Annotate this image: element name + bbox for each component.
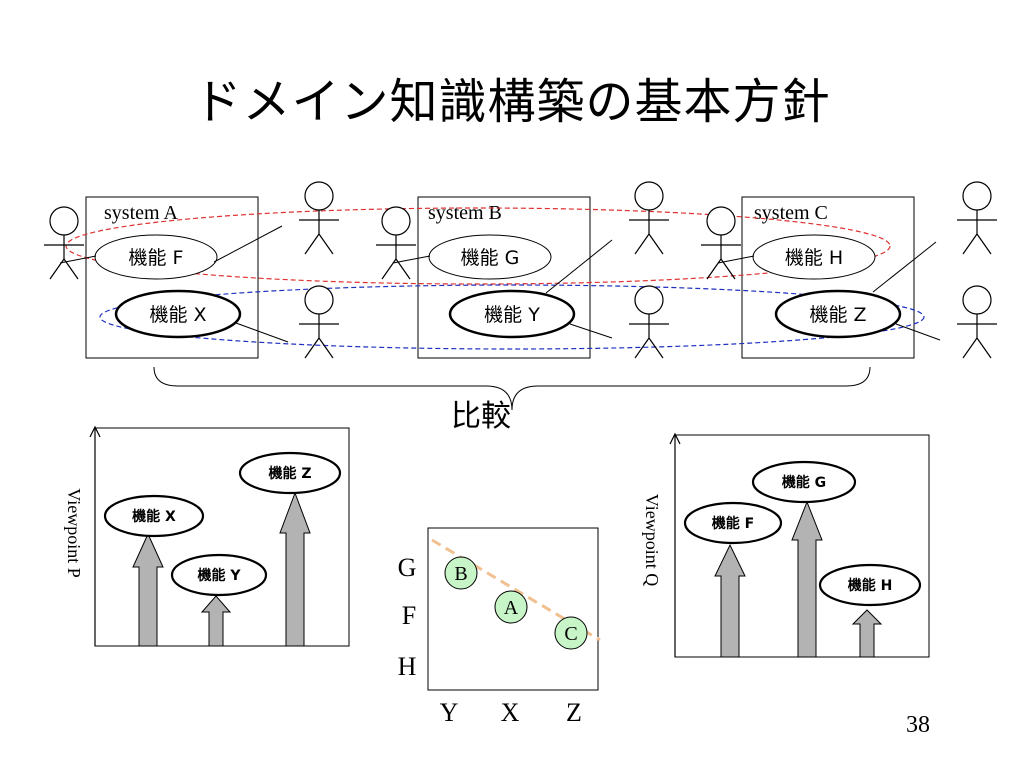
system-a-label: system A (104, 202, 178, 224)
matrix-point-b-label: B (454, 563, 467, 585)
value-arrow-g (791, 500, 823, 658)
person-icon (628, 181, 670, 255)
function-f-node: 機能 F (94, 234, 218, 280)
viewpoint-q-item-g-label: 機能 G (782, 474, 826, 491)
system-a-box: system A (85, 196, 259, 359)
viewpoint-p-item-z-label: 機能 Z (268, 465, 311, 482)
viewpoint-p-item-x-label: 機能 X (132, 508, 176, 525)
matrix-point-c-label: C (564, 623, 577, 645)
viewpoint-p-chart: Viewpoint P 機能 X 機能 Y 機能 Z (64, 425, 350, 647)
viewpoint-q-chart: Viewpoint Q 機能 F 機能 G 機能 H (642, 432, 930, 658)
system-b-label: system B (428, 202, 502, 224)
function-f-label: 機能 F (129, 247, 184, 269)
function-g-label: 機能 G (461, 247, 520, 269)
function-g-node: 機能 G (428, 234, 552, 280)
function-z-node: 機能 Z (774, 289, 902, 339)
viewpoint-q-item-g: 機能 G (751, 460, 857, 504)
slide-title: ドメイン知識構築の基本方針 (193, 74, 831, 130)
viewpoint-q-axis-label: Viewpoint Q (642, 494, 662, 586)
function-h-label: 機能 H (785, 247, 843, 269)
value-arrow-z (279, 491, 311, 647)
viewpoint-q-item-f: 機能 F (683, 501, 783, 545)
matrix-point-a-label: A (504, 597, 519, 619)
viewpoint-p-item-y: 機能 Y (170, 553, 268, 597)
connector-lines (59, 225, 941, 343)
viewpoint-p-item-x: 機能 X (103, 494, 205, 538)
function-x-node: 機能 X (114, 289, 242, 339)
function-x-label: 機能 X (149, 304, 206, 326)
red-dashed-ellipse (65, 207, 891, 285)
comparison-brace (153, 366, 871, 411)
value-arrow-y (200, 595, 232, 647)
person-icon (956, 181, 998, 255)
matrix-chart: G F H Y X Z B A C (398, 527, 601, 727)
viewpoint-q-item-h: 機能 H (818, 563, 922, 607)
matrix-y-label-g: G (398, 553, 417, 582)
blue-dashed-ellipse (99, 284, 925, 350)
value-arrow-x (132, 532, 164, 647)
viewpoint-q-item-f-label: 機能 F (712, 515, 754, 532)
function-z-label: 機能 Z (809, 304, 866, 326)
page-number: 38 (906, 712, 930, 738)
matrix-y-label-f: F (402, 601, 416, 630)
person-icon (298, 285, 340, 359)
matrix-point-b: B (444, 556, 478, 590)
person-icon (375, 206, 417, 280)
viewpoint-p-item-y-label: 機能 Y (197, 567, 241, 584)
matrix-y-label-h: H (398, 652, 417, 681)
person-icon (700, 206, 742, 280)
matrix-x-label-y: Y (440, 698, 459, 727)
viewpoint-q-item-h-label: 機能 H (848, 577, 893, 594)
matrix-point-c: C (554, 616, 588, 650)
person-icon (43, 206, 85, 280)
function-y-node: 機能 Y (448, 289, 576, 339)
matrix-x-label-x: X (501, 698, 520, 727)
person-icon (298, 181, 340, 255)
function-h-node: 機能 H (752, 234, 876, 280)
viewpoint-p-axis-label: Viewpoint P (64, 488, 84, 577)
person-icon (956, 285, 998, 359)
value-arrow-h (851, 609, 883, 658)
system-c-box: system C (741, 196, 915, 359)
system-c-label: system C (754, 202, 828, 224)
matrix-x-label-z: Z (566, 698, 582, 727)
matrix-point-a: A (494, 590, 528, 624)
function-y-label: 機能 Y (484, 304, 540, 326)
compare-label: 比較 (451, 399, 511, 434)
viewpoint-p-item-z: 機能 Z (238, 451, 342, 495)
value-arrow-f (714, 543, 746, 658)
